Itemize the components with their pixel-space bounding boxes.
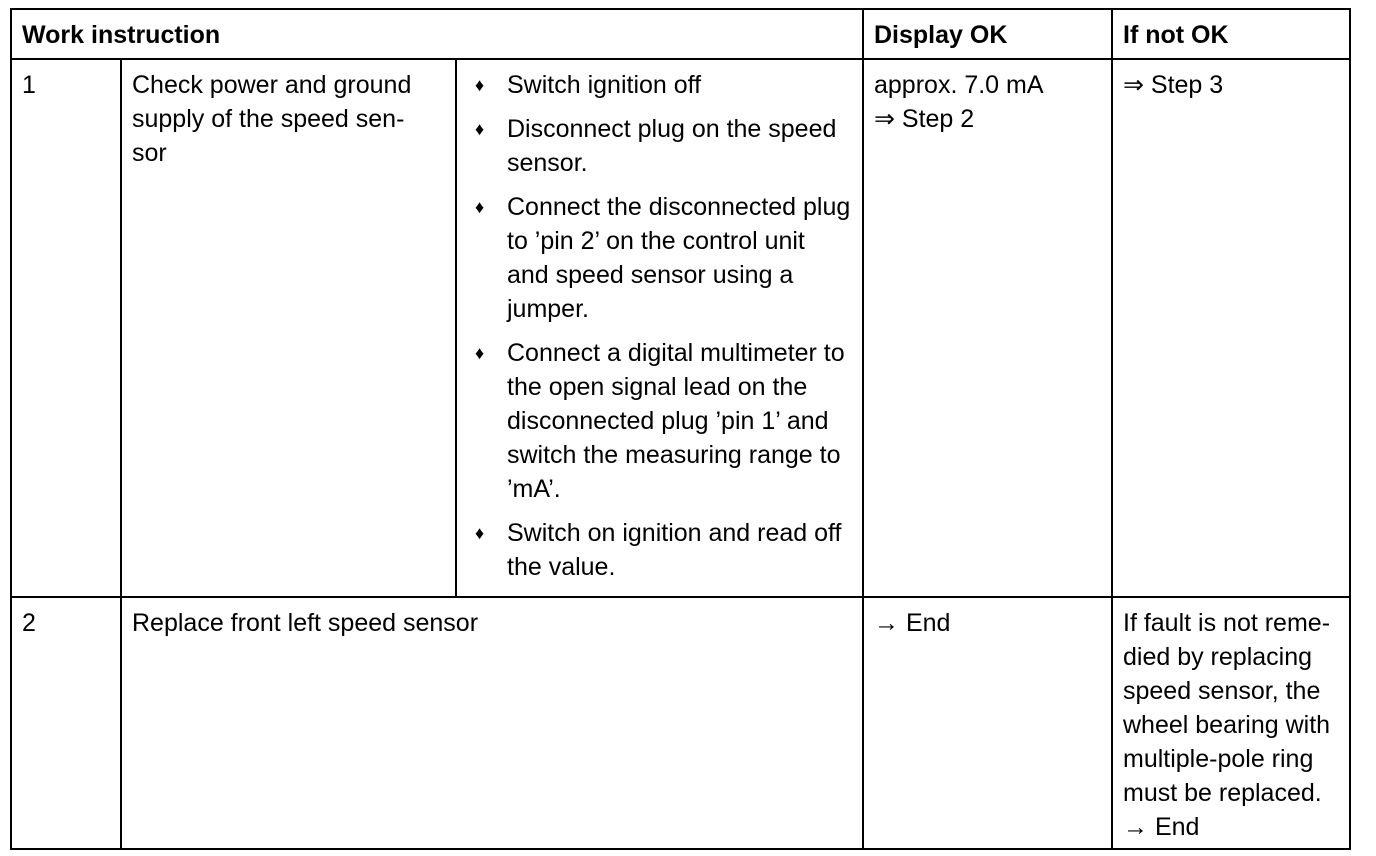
table-row: 1 Check power and ground supply of the s… <box>10 58 1351 598</box>
if-not-ok-cell: If fault is not reme- died by replacing … <box>1111 596 1351 850</box>
step-title: Replace front left speed sensor <box>120 596 864 850</box>
instruction-list-cell: ♦Switch ignition off ♦Disconnect plug on… <box>455 58 864 598</box>
work-instruction-document: Work instruction Display OK If not OK 1 … <box>10 8 1351 850</box>
step-number: 2 <box>10 596 122 850</box>
header-work-instruction: Work instruction <box>10 8 864 60</box>
list-item: ♦Disconnect plug on the speed sensor. <box>469 112 852 180</box>
if-not-ok-line: speed sensor, the <box>1123 677 1321 705</box>
step-number: 1 <box>10 58 122 598</box>
display-ok-line: → End <box>874 609 951 637</box>
diamond-bullet-icon: ♦ <box>475 197 485 217</box>
step-title: Check power and ground supply of the spe… <box>120 58 457 598</box>
title-line: supply of the speed sen- <box>132 105 405 133</box>
list-item: ♦Switch on ignition and read off the val… <box>469 516 852 584</box>
display-ok-cell: → End <box>862 596 1113 850</box>
if-not-ok-line: → End <box>1123 813 1200 841</box>
if-not-ok-line: died by replacing <box>1123 643 1313 671</box>
if-not-ok-line: multiple-pole ring <box>1123 745 1314 773</box>
if-not-ok-line: ⇒ Step 3 <box>1123 71 1224 99</box>
display-ok-line: approx. 7.0 mA <box>874 71 1044 99</box>
list-item: ♦Connect a digital multimeter to the ope… <box>469 336 852 506</box>
if-not-ok-line: If fault is not reme- <box>1123 609 1331 637</box>
header-row: Work instruction Display OK If not OK <box>10 8 1351 60</box>
header-if-not-ok: If not OK <box>1111 8 1351 60</box>
diamond-bullet-icon: ♦ <box>475 343 485 363</box>
if-not-ok-line: must be replaced. <box>1123 779 1322 807</box>
diamond-bullet-icon: ♦ <box>475 119 485 139</box>
display-ok-line: ⇒ Step 2 <box>874 105 975 133</box>
title-line: sor <box>132 139 167 167</box>
title-line: Check power and ground <box>132 71 412 99</box>
work-instruction-table: Work instruction Display OK If not OK 1 … <box>10 8 1351 850</box>
table-row: 2 Replace front left speed sensor → End … <box>10 596 1351 850</box>
instruction-list: ♦Switch ignition off ♦Disconnect plug on… <box>457 60 862 584</box>
if-not-ok-line: wheel bearing with <box>1123 711 1331 739</box>
display-ok-cell: approx. 7.0 mA ⇒ Step 2 <box>862 58 1113 598</box>
list-item: ♦Switch ignition off <box>469 68 852 102</box>
header-display-ok: Display OK <box>862 8 1113 60</box>
diamond-bullet-icon: ♦ <box>475 75 485 95</box>
diamond-bullet-icon: ♦ <box>475 523 485 543</box>
list-item: ♦Connect the disconnected plug to ’pin 2… <box>469 190 852 326</box>
if-not-ok-cell: ⇒ Step 3 <box>1111 58 1351 598</box>
